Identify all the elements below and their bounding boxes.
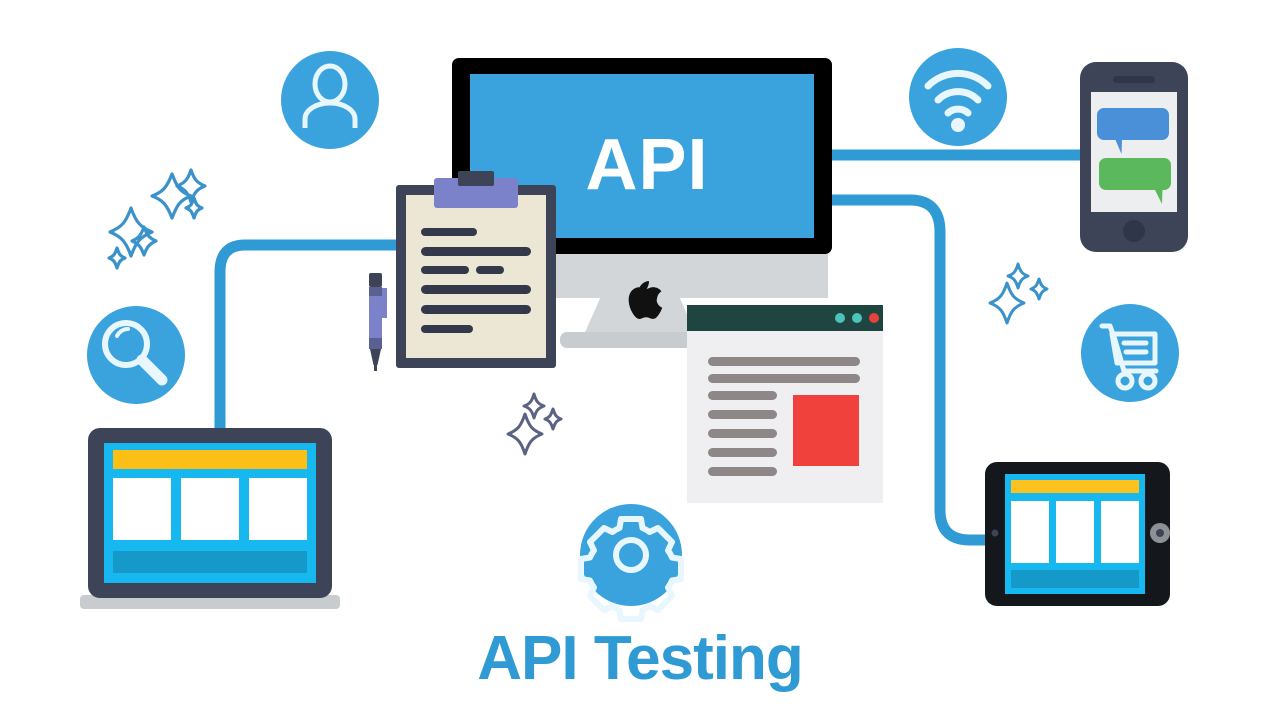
clipboard-checklist	[396, 171, 556, 368]
pen-cap-top	[369, 273, 382, 287]
browser-image-block	[793, 395, 859, 466]
tablet-screen-column	[1101, 501, 1139, 563]
speaker-slot-icon	[1113, 76, 1155, 83]
tablet-screen-column	[1056, 501, 1094, 563]
gear-icon	[578, 516, 684, 622]
sparkle-cluster-left	[107, 168, 207, 270]
browser-text-lines	[708, 357, 860, 476]
sparkle	[175, 168, 207, 204]
magnifier-icon	[102, 320, 168, 386]
browser-titlebar[interactable]	[687, 305, 883, 331]
tablet-screen-bottombar	[1011, 570, 1139, 588]
clipboard-clip	[434, 178, 518, 208]
laptop-screen-bottombar	[113, 551, 307, 573]
connector-clipboard-to-laptop	[214, 239, 420, 450]
imac-screen-text: API	[585, 125, 709, 205]
clipboard-text-lines	[421, 228, 531, 333]
tablet-device	[985, 462, 1170, 606]
shopping-cart-icon	[1099, 323, 1159, 391]
browser-line	[708, 374, 860, 383]
clipboard-line	[421, 305, 531, 314]
tablet-screen-topbar	[1011, 480, 1139, 493]
sparkle	[1029, 277, 1049, 301]
browser-dot-red[interactable]	[869, 313, 879, 323]
browser-line	[708, 357, 860, 366]
wifi-badge-circle[interactable]	[909, 48, 1007, 146]
clipboard-clip-top	[458, 171, 494, 186]
search-badge[interactable]	[87, 306, 185, 404]
clipboard-line-short	[476, 266, 504, 274]
browser-line	[708, 391, 777, 400]
chat-bubble-incoming	[1097, 108, 1169, 154]
wifi-icon	[924, 69, 992, 117]
wifi-dot	[951, 118, 965, 132]
pen-grip	[369, 338, 382, 349]
apple-logo-icon	[628, 281, 663, 320]
sparkle	[988, 281, 1026, 325]
browser-line	[708, 410, 777, 419]
wifi-badge[interactable]	[909, 48, 1007, 146]
chat-bubble-outgoing	[1099, 158, 1171, 204]
pen-nib	[374, 363, 377, 371]
pen-cap-band	[369, 287, 382, 296]
sparkle	[130, 225, 158, 257]
browser-window-mockup	[687, 305, 883, 503]
clipboard-line	[421, 247, 531, 256]
sparkle	[108, 206, 154, 258]
pen-tip	[370, 349, 381, 365]
sparkle	[522, 392, 546, 420]
tablet-screen-column	[1011, 501, 1049, 563]
sparkle	[1006, 262, 1030, 290]
clipboard-line	[421, 266, 469, 274]
cart-badge[interactable]	[1081, 304, 1179, 402]
browser-line	[708, 429, 777, 438]
sparkle-cluster-right	[988, 262, 1049, 325]
search-badge-circle[interactable]	[87, 306, 185, 404]
clipboard-line	[421, 325, 473, 333]
user-badge[interactable]	[281, 51, 379, 149]
laptop-screen-column	[249, 478, 307, 540]
smartphone-device	[1080, 62, 1188, 252]
settings-badge[interactable]	[578, 504, 684, 622]
browser-line	[708, 448, 777, 457]
home-button-icon[interactable]	[1123, 220, 1145, 242]
pen-barrel	[369, 296, 382, 338]
pen-clip	[382, 288, 387, 318]
browser-dot-teal-2[interactable]	[852, 313, 862, 323]
clipboard-paper	[406, 195, 546, 358]
clipboard-line	[421, 285, 531, 294]
laptop-screen-column	[113, 478, 171, 540]
laptop-base	[80, 595, 340, 609]
pen-icon	[369, 273, 387, 371]
sparkle	[506, 412, 544, 456]
browser-dot-teal-1[interactable]	[835, 313, 845, 323]
laptop-device	[80, 428, 340, 609]
sparkle	[150, 172, 193, 220]
browser-line	[708, 467, 777, 476]
page-title: API Testing	[477, 624, 803, 693]
connector-monitor-to-tablet	[820, 194, 1010, 546]
laptop-notch	[176, 589, 244, 595]
home-button-inner	[1156, 529, 1164, 537]
clipboard-line	[421, 228, 477, 236]
sparkle	[543, 407, 563, 431]
tablet-camera-icon	[991, 529, 999, 537]
laptop-screen-topbar	[113, 450, 307, 469]
sparkle-cluster-center	[506, 392, 563, 456]
user-icon	[302, 63, 358, 128]
sparkle	[107, 246, 127, 270]
laptop-screen-column	[181, 478, 239, 540]
sparkle	[184, 196, 204, 220]
